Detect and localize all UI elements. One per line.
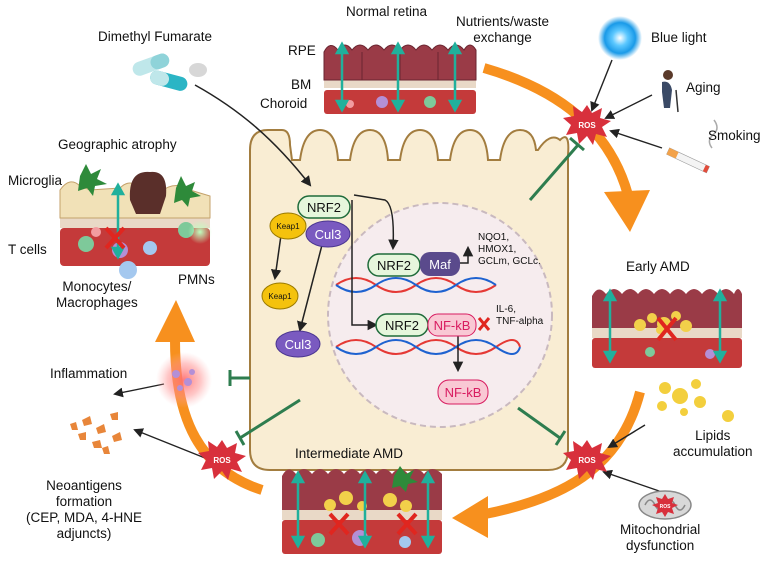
nutrients-label: Nutrients/waste exchange [456, 14, 550, 45]
neoantigens-label: Neoantigens formation (CEP, MDA, 4-HNE a… [26, 478, 143, 541]
nrf2-cytoplasm: NRF2 [297, 195, 351, 219]
nfkb-free: NF-kB [437, 379, 489, 405]
keap1-label-complex: Keap1 [276, 222, 300, 231]
nrf2-target-genes-label: NQO1, HMOX1, GCLm, GCLc. [478, 232, 541, 267]
blue-light-icon [598, 16, 642, 60]
geographic-atrophy-illustration [59, 164, 212, 279]
aging-label: Aging [686, 80, 721, 95]
normal-retina-label: Normal retina [346, 4, 428, 19]
ros-star-left [198, 440, 246, 480]
arrowhead-ga [155, 300, 195, 342]
nrf2-label-nfkb: NRF2 [385, 318, 419, 333]
cul3-label-complex: Cul3 [315, 227, 342, 242]
intermediate-amd-illustration [282, 466, 442, 554]
inflammation-label: Inflammation [50, 366, 128, 381]
normal-retina-illustration [323, 41, 477, 114]
intermediate-amd-label: Intermediate AMD [295, 446, 404, 461]
rpe-cell [249, 128, 570, 471]
dimethyl-fumarate-pills [132, 53, 207, 91]
geographic-atrophy-label: Geographic atrophy [58, 137, 177, 152]
mitochondria-icon [638, 490, 692, 520]
pmns-label: PMNs [178, 272, 215, 287]
ros-star-top [563, 105, 611, 145]
t-cells-label: T cells [8, 242, 47, 257]
smoking-label: Smoking [708, 128, 761, 143]
choroid-label: Choroid [260, 96, 308, 111]
nfkb-label-free: NF-kB [445, 385, 482, 400]
microglia-label: Microglia [8, 173, 63, 188]
maf-label: Maf [429, 257, 451, 272]
blue-light-label: Blue light [651, 30, 707, 45]
monocytes-label: Monocytes/ Macrophages [56, 279, 138, 310]
dimethyl-fumarate-label: Dimethyl Fumarate [98, 29, 213, 44]
keap1-free: Keap1 [261, 282, 299, 310]
lipids-label: Lipids accumulation [673, 428, 753, 459]
dna-lower [335, 339, 521, 355]
mitochondrial-label: Mitochondrial dysfunction [620, 522, 701, 553]
ros-label-mito: ROS [660, 504, 672, 510]
inflammation-icon [156, 352, 212, 408]
nrf2-label-cyto: NRF2 [307, 200, 341, 215]
pill-tablet [189, 63, 207, 77]
ros-label-right: ROS [578, 456, 596, 465]
ros-star-right [563, 440, 611, 480]
keap1-label-free: Keap1 [268, 292, 292, 301]
dna-upper [335, 277, 497, 293]
arrowhead-early [604, 190, 650, 232]
neoantigen-fragments-icon [70, 412, 122, 454]
risk-arrows [113, 59, 663, 493]
nrf2-maf-complex: NRF2 Maf [367, 252, 460, 277]
inhibition-lines [228, 136, 585, 446]
aging-icon [662, 70, 679, 113]
ros-label-left: ROS [213, 456, 231, 465]
arrow-early-to-intermediate [479, 390, 645, 520]
nfkb-label-complex: NF-kB [434, 318, 471, 333]
cigarette-icon [666, 147, 710, 174]
ros-label-top: ROS [578, 121, 596, 130]
cul3-label-free: Cul3 [285, 337, 312, 352]
bm-label: BM [291, 77, 312, 92]
lipid-droplets-icon [657, 379, 734, 422]
smoke-icon [708, 119, 718, 149]
early-amd-illustration [592, 288, 742, 368]
arrowhead-intermediate [452, 496, 488, 538]
nrf2-nfkb-complex: NRF2 NF-kB [375, 313, 491, 337]
early-amd-label: Early AMD [626, 259, 690, 274]
rpe-label: RPE [288, 43, 316, 58]
nrf2-label-maf: NRF2 [377, 258, 411, 273]
nfkb-target-genes-label: IL-6, TNF-alpha [496, 304, 544, 327]
cul3-free: Cul3 [275, 330, 321, 358]
keap1-complex: Keap1 Cul3 [269, 212, 351, 248]
